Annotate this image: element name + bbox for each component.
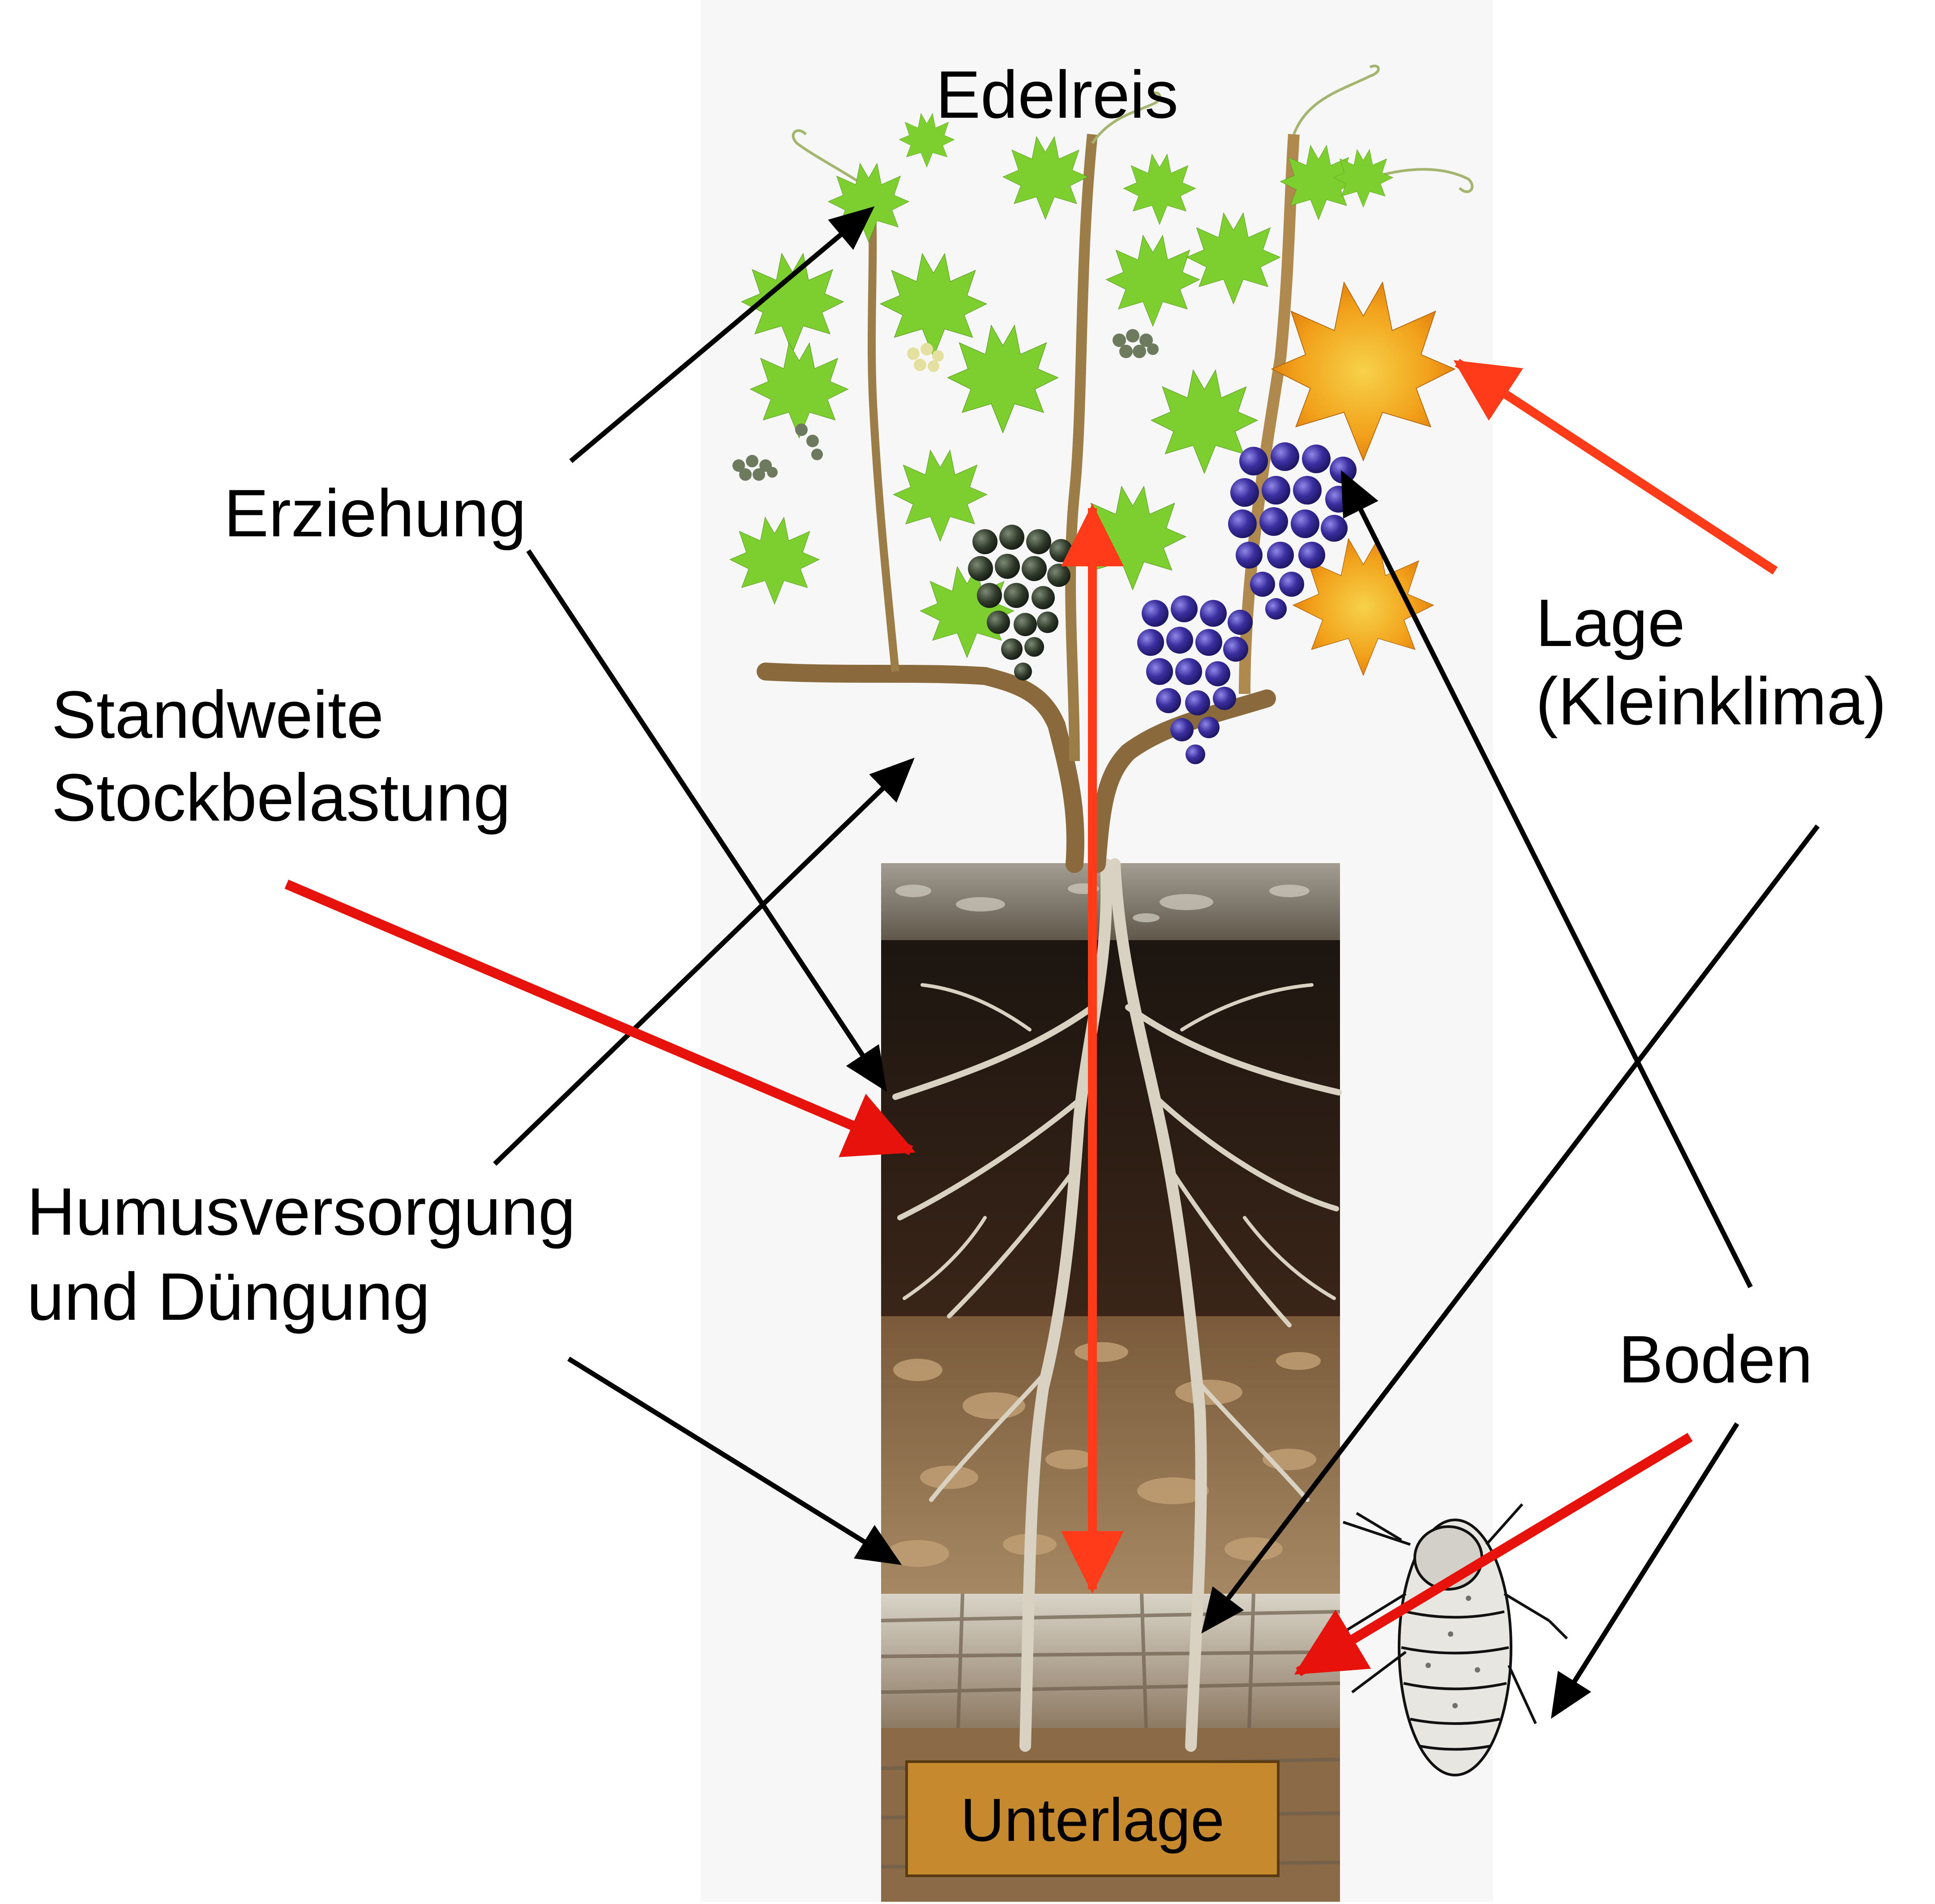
label-humus-line2: und Düngung [27,1259,430,1334]
phylloxera-insect-icon [1337,1503,1568,1776]
arrow-standweite-to-roots [284,879,916,1157]
label-humus-line1: Humusversorgung [27,1174,576,1249]
label-lage-line1: Lage [1536,585,1685,660]
grape-cluster-blue-small [1137,595,1253,764]
label-erziehung: Erziehung [224,475,527,551]
grapevine-illustration [729,64,1474,873]
label-standweite-line2: Stockbelastung [51,760,511,835]
soil-profile-illustration [881,858,1342,1902]
grape-cluster-blue-large [1228,442,1357,620]
arrow-boden-to-insect [1551,1422,1739,1719]
arrow-boden-red-to-rock [1294,1433,1693,1677]
label-standweite-line1: Standweite [51,677,384,752]
arrow-erziehung-to-soil [526,549,887,1092]
connector-arrows [284,206,1820,1719]
arrow-humus-to-trunk [493,757,915,1166]
label-lage-line2: (Kleinklima) [1536,663,1887,739]
arrow-humus-to-subsoil [567,1356,902,1565]
arrow-lage-to-rock [1201,824,1820,1634]
arrow-erziehung-to-shoot [569,206,875,463]
grape-cluster-dark [968,525,1073,680]
arrow-boden-to-grapes [1341,470,1753,1288]
arrow-lage-to-autumn-leaf [1453,359,1778,575]
label-boden: Boden [1618,1322,1813,1397]
unterlage-label: Unterlage [960,1786,1224,1854]
label-edelreis: Edelreis [936,57,1178,132]
unterlage-box [905,1760,1280,1877]
